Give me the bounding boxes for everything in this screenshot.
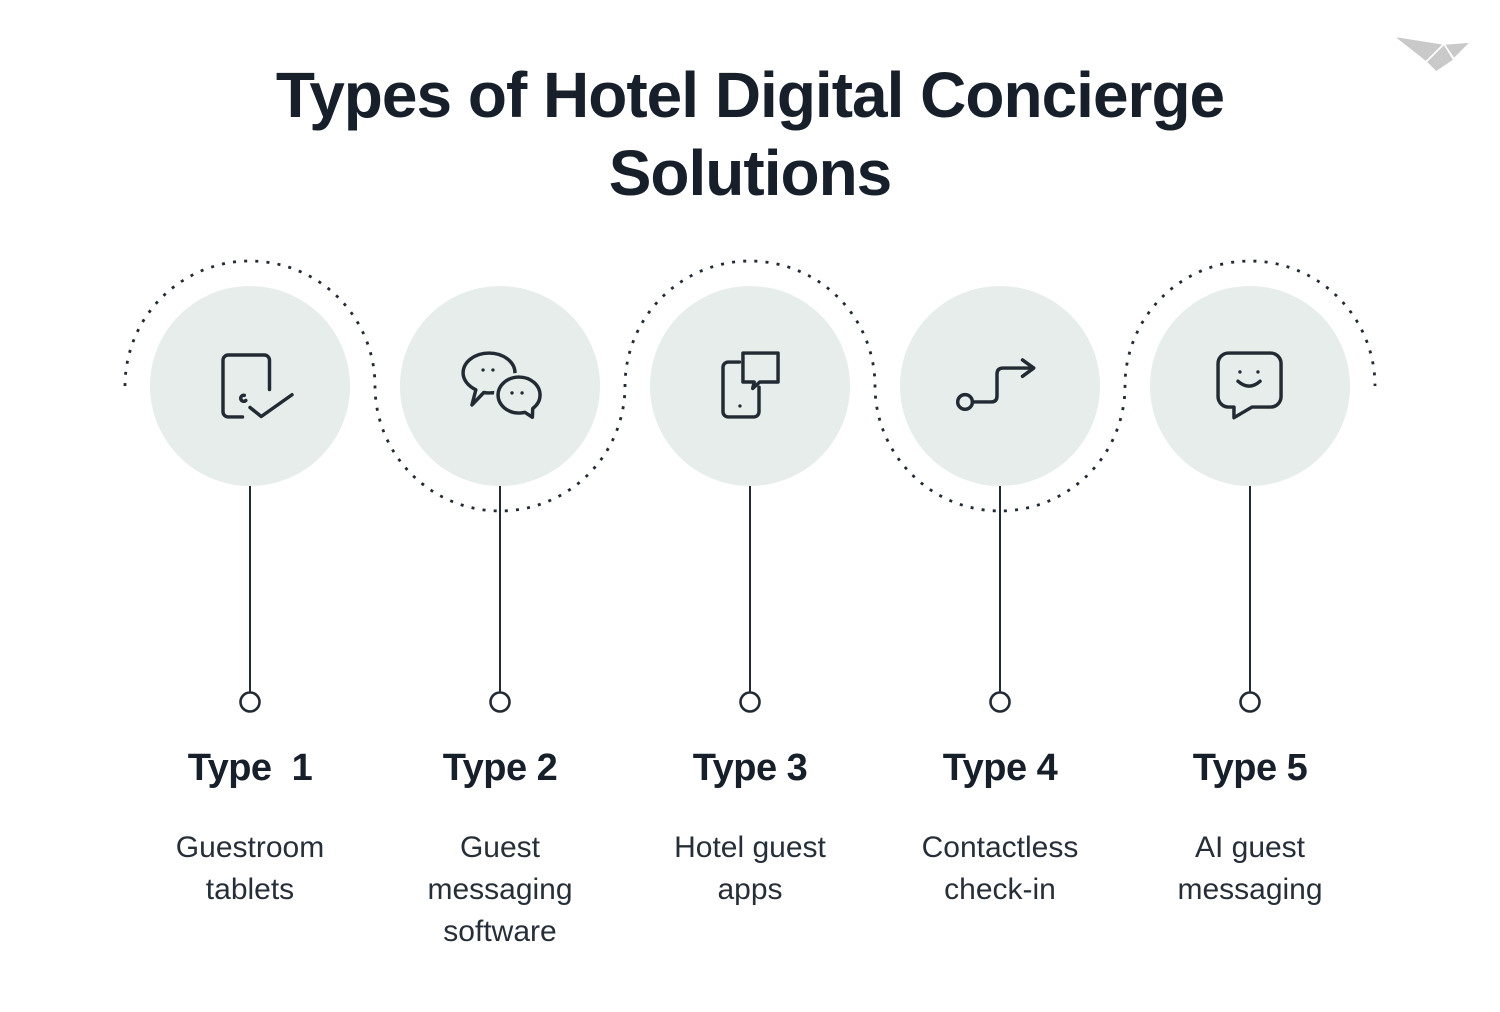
step-1-graphic: [150, 286, 350, 713]
step-5-graphic: [1150, 286, 1350, 713]
step-2-label-block: Type 2 Guest messaging software: [400, 745, 600, 953]
route-arrow-icon: [955, 358, 1036, 412]
step-1-node: [239, 691, 261, 713]
smiley-message-icon: [1216, 351, 1283, 420]
step-3-circle: [650, 286, 850, 486]
step-5-label-block: Type 5 AI guest messaging: [1150, 745, 1350, 911]
tablet-checkmark-icon: [221, 353, 294, 419]
step-5-description: AI guest messaging: [1177, 831, 1323, 906]
step-4-description: Contactless check-in: [921, 831, 1079, 906]
step-4-type-label: Type 4: [942, 747, 1058, 789]
origami-bird-icon: [1392, 35, 1472, 92]
step-4-node: [989, 691, 1011, 713]
step-4-label-block: Type 4 Contactless check-in: [900, 745, 1100, 911]
chat-bubbles-icon: [461, 351, 545, 422]
brand-logo: [1388, 20, 1478, 100]
phone-message-icon: [721, 351, 780, 419]
step-1-type-label: Type 1: [187, 747, 313, 789]
step-3-graphic: [650, 286, 850, 713]
step-3-node: [739, 691, 761, 713]
step-2-node: [489, 691, 511, 713]
step-3-description: Hotel guest apps: [674, 831, 826, 906]
step-4-graphic: [900, 286, 1100, 713]
step-4-circle: [900, 286, 1100, 486]
step-3-type-label: Type 3: [692, 747, 808, 789]
step-3-label-block: Type 3 Hotel guest apps: [650, 745, 850, 911]
step-1-description: Guestroom tablets: [175, 831, 325, 906]
step-5-type-label: Type 5: [1192, 747, 1308, 789]
step-1-circle: [150, 286, 350, 486]
page-title: Types of Hotel Digital Concierge Solutio…: [275, 59, 1225, 209]
step-2-graphic: [400, 286, 600, 713]
step-1-label-block: Type 1 Guestroom tablets: [150, 745, 350, 911]
step-5-node: [1239, 691, 1261, 713]
step-2-description: Guest messaging software: [427, 831, 573, 948]
step-2-type-label: Type 2: [442, 747, 558, 789]
